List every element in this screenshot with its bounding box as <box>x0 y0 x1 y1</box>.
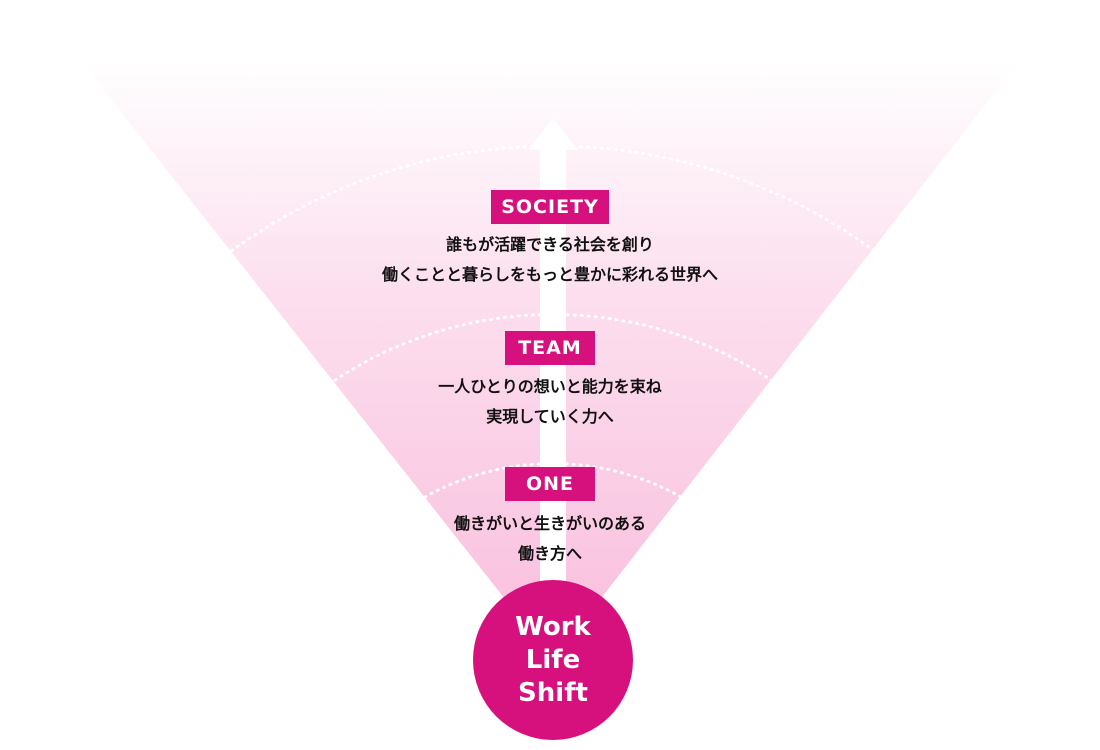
one-line-2: 働き方へ <box>517 544 582 563</box>
one-line-1: 働きがいと生きがいのある <box>453 514 646 533</box>
center-line-2: Life <box>525 644 581 675</box>
one-badge: ONE <box>505 467 595 501</box>
society-badge: SOCIETY <box>491 190 609 224</box>
one-description: 働きがいと生きがいのある 働き方へ <box>290 509 810 569</box>
team-badge: TEAM <box>505 331 595 365</box>
team-line-1: 一人ひとりの想いと能力を束ね <box>438 377 662 396</box>
center-line-3: Shift <box>518 677 588 708</box>
team-line-2: 実現していく力へ <box>486 407 614 426</box>
team-description: 一人ひとりの想いと能力を束ね 実現していく力へ <box>290 372 810 432</box>
society-description: 誰もが活躍できる社会を創り 働くことと暮らしをもっと豊かに彩れる世界へ <box>290 230 810 290</box>
society-line-2: 働くことと暮らしをもっと豊かに彩れる世界へ <box>381 265 718 284</box>
work-life-shift-circle: Work Life Shift <box>473 580 633 740</box>
society-line-1: 誰もが活躍できる社会を創り <box>446 235 654 254</box>
center-line-1: Work <box>515 611 591 642</box>
